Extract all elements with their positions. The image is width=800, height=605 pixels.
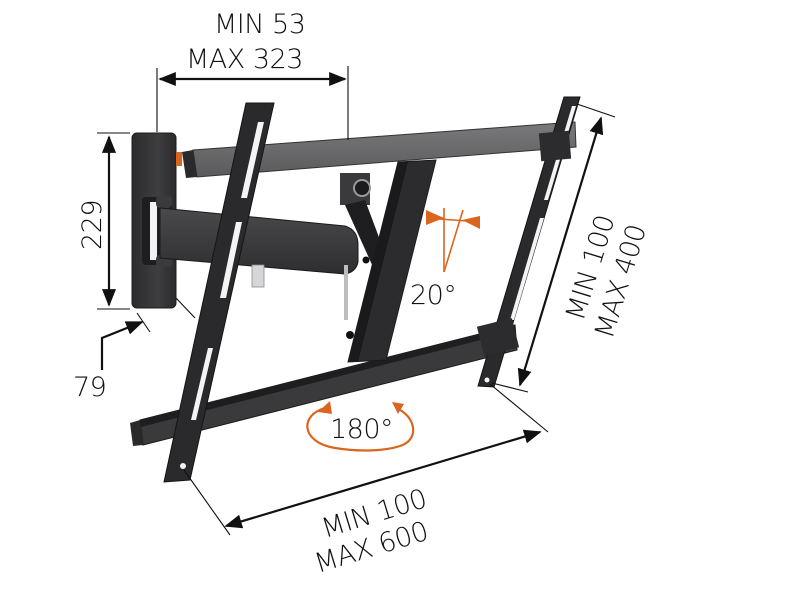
swivel-callout: 180° bbox=[306, 401, 415, 452]
arm-extension-max: MAX 323 bbox=[186, 44, 303, 75]
wall-distance-dimension: 79 bbox=[73, 297, 196, 403]
orange-tab bbox=[176, 152, 182, 166]
swivel-value: 180° bbox=[330, 414, 393, 445]
swivel-arm bbox=[159, 207, 359, 320]
wall-distance-value: 79 bbox=[73, 372, 106, 403]
wall-plate-height-dimension: 229 bbox=[77, 132, 130, 310]
tilt-head bbox=[340, 159, 437, 363]
left-vertical-bracket bbox=[163, 102, 275, 483]
tilt-callout: 20° bbox=[410, 208, 481, 311]
bottom-rail bbox=[130, 324, 518, 446]
arm-extension-min: MIN 53 bbox=[214, 9, 305, 40]
arm-extension-dimension: MIN 53 MAX 323 bbox=[156, 9, 349, 140]
tilt-angle-icon bbox=[425, 208, 481, 273]
rotation-arrows-icon bbox=[306, 401, 415, 452]
tilt-value: 20° bbox=[410, 280, 456, 311]
wall-plate-height-value: 229 bbox=[77, 200, 108, 250]
